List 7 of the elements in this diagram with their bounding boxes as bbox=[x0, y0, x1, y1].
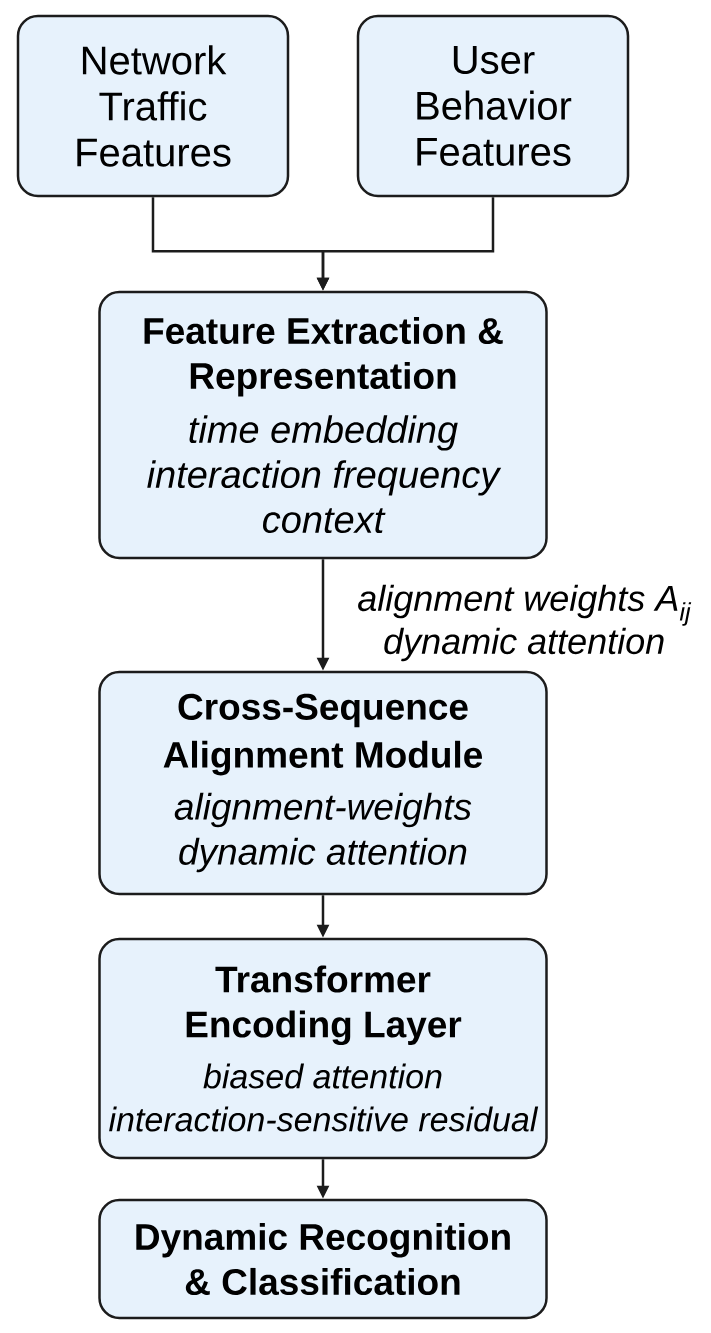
process-box: Network Traffic Features bbox=[16, 14, 290, 198]
process-box: Dynamic Recognition & Classification bbox=[98, 1198, 548, 1320]
process-box: Feature Extraction & Representation time embedding interaction frequency context bbox=[98, 290, 548, 560]
process-box: User Behavior Features bbox=[356, 14, 630, 198]
process-box: Cross-Sequence Alignment Module alignment-weights dynamic attention bbox=[98, 670, 548, 896]
edge-label: alignment weights A$_{ij}$ dynamic attention bbox=[337, 582, 711, 664]
process-box: Transformer Encoding Layer biased attention interaction-sensitive residual bbox=[98, 937, 548, 1160]
